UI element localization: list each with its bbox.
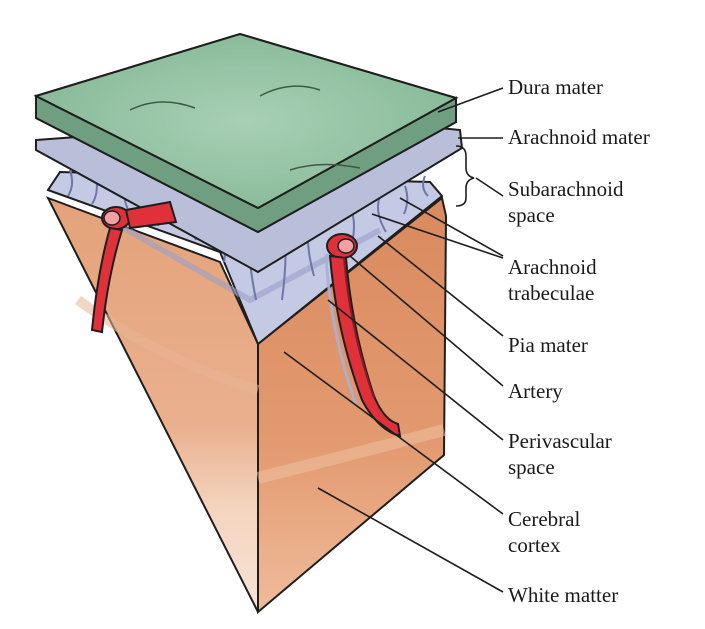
label-artery: Artery	[508, 378, 563, 404]
label-cortex-line1: Cerebral	[508, 507, 581, 531]
label-subarachnoid-line1: Subarachnoid	[508, 177, 624, 201]
artery	[90, 200, 402, 438]
label-white-matter: White matter	[508, 582, 618, 608]
label-pia-mater-text: Pia mater	[508, 333, 588, 357]
label-pia-mater: Pia mater	[508, 332, 588, 358]
label-arachnoid-trabeculae: Arachnoid trabeculae	[508, 254, 597, 306]
label-arachnoid-mater-text: Arachnoid mater	[508, 125, 650, 149]
subarachnoid-bracket	[455, 145, 475, 207]
label-trabeculae-line2: trabeculae	[508, 281, 595, 305]
dura-mater	[33, 32, 459, 234]
label-perivascular-space: Perivascular space	[508, 428, 612, 480]
label-perivascular-line1: Perivascular	[508, 429, 612, 453]
perivascular-space	[324, 253, 358, 405]
label-subarachnoid-line2: space	[508, 203, 555, 227]
leader-lines	[283, 87, 504, 593]
label-subarachnoid-space: Subarachnoid space	[508, 176, 623, 228]
label-arachnoid-mater: Arachnoid mater	[508, 124, 650, 150]
label-perivascular-line2: space	[508, 455, 555, 479]
label-trabeculae-line1: Arachnoid	[508, 255, 597, 279]
label-cortex-line2: cortex	[508, 533, 561, 557]
label-artery-text: Artery	[508, 379, 563, 403]
label-white-matter-text: White matter	[508, 583, 619, 607]
label-dura-mater-text: Dura mater	[508, 75, 604, 99]
label-dura-mater: Dura mater	[508, 74, 603, 100]
label-cerebral-cortex: Cerebral cortex	[508, 506, 580, 558]
